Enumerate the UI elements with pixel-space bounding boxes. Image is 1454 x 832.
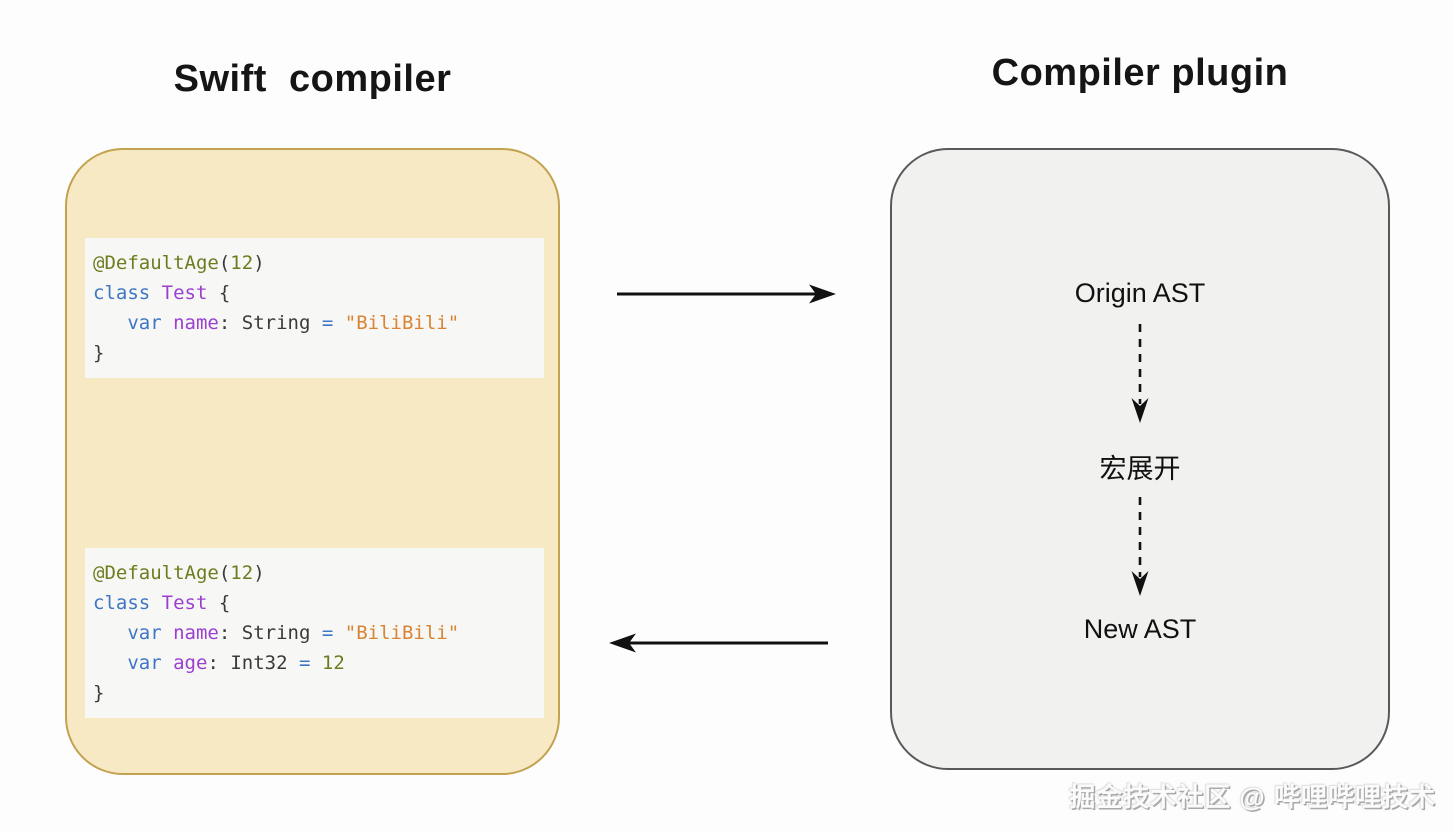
origin-ast-label: Origin AST xyxy=(1074,278,1206,308)
compiler-plugin-box: Origin AST 宏展开 New AST xyxy=(890,148,1390,770)
right-panel-title: Compiler plugin xyxy=(991,52,1289,94)
new-ast-label: New AST xyxy=(1083,614,1197,644)
watermark-text: 掘金技术社区 @ 哔哩哔哩技术 xyxy=(1069,782,1436,812)
code-line: var age: Int32 = 12 xyxy=(127,652,345,674)
code-line: @DefaultAge(12) xyxy=(93,562,265,584)
code-snippet-after-expansion: @DefaultAge(12) class Test { var name: St… xyxy=(85,548,544,718)
left-panel-title: Swift compiler xyxy=(173,58,452,100)
code-line: class Test { xyxy=(93,282,231,304)
swift-compiler-box: @DefaultAge(12) class Test { var name: St… xyxy=(65,148,560,775)
code-line: } xyxy=(93,342,105,364)
code-line: @DefaultAge(12) xyxy=(93,252,265,274)
arrow-left-icon xyxy=(609,633,828,653)
arrow-right-icon xyxy=(617,284,836,304)
dashed-down-arrow-icon xyxy=(1131,324,1149,423)
code-snippet-before-expansion: @DefaultAge(12) class Test { var name: St… xyxy=(85,238,544,378)
code-line: var name: String = "BiliBili" xyxy=(127,622,460,644)
code-line: } xyxy=(93,682,105,704)
code-line: class Test { xyxy=(93,592,231,614)
code-line: var name: String = "BiliBili" xyxy=(127,312,460,334)
dashed-down-arrow-icon xyxy=(1131,497,1149,596)
macro-expansion-label: 宏展开 xyxy=(1099,454,1181,484)
